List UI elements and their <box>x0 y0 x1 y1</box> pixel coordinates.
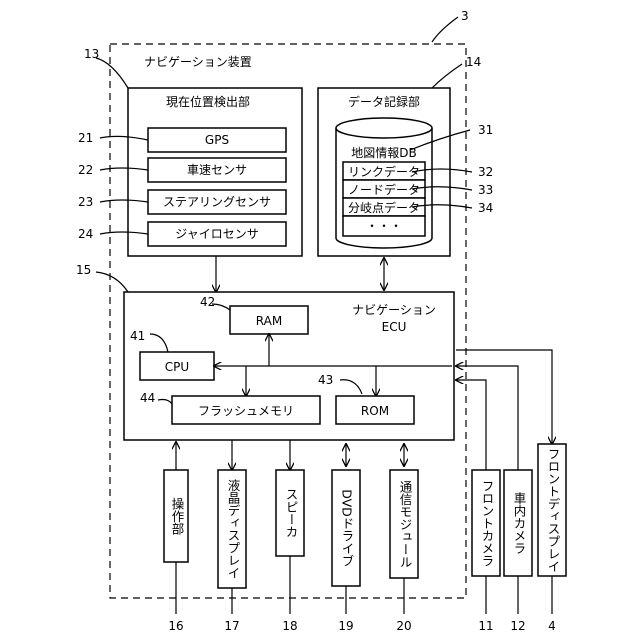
external-front-camera: フロントカメラ 11 <box>456 380 500 633</box>
sensor-gps: GPS <box>148 128 286 152</box>
cpu-ref: 41 <box>130 329 145 343</box>
nav-device-ref: 13 <box>84 47 99 61</box>
speaker-label: スピーカ <box>284 488 299 538</box>
nav-device-leader-line <box>96 58 128 88</box>
comm-ref: 20 <box>396 619 411 633</box>
comm-module-label: 通信モジュール <box>398 480 413 568</box>
operation-unit-label: 操作部 <box>170 496 185 535</box>
ram-ref: 42 <box>200 295 215 309</box>
ecu-to-front-display-line <box>456 350 552 444</box>
lcd-ref: 17 <box>224 619 239 633</box>
peripheral-speaker: スピーカ 18 <box>276 440 304 633</box>
peripheral-lcd-display: 液晶ディスプレイ 17 <box>218 440 246 633</box>
branch-data-ref: 34 <box>478 201 493 215</box>
dvd-ref: 19 <box>338 619 353 633</box>
navigation-device-title: ナビゲーション装置 <box>144 55 252 69</box>
dvd-drive-label: DVDドライブ <box>340 489 355 567</box>
position-detection-title: 現在位置検出部 <box>166 94 250 109</box>
data-unit-ref: 14 <box>466 55 481 69</box>
system-ref-number: 3 <box>461 9 469 23</box>
sensor-gyro: ジャイロセンサ <box>148 222 286 246</box>
rom-ref: 43 <box>318 373 333 387</box>
ram-label: RAM <box>256 314 282 328</box>
front-display-ref: 4 <box>548 619 556 633</box>
operation-ref: 16 <box>168 619 183 633</box>
rom-label: ROM <box>361 404 389 418</box>
node-data-ref: 33 <box>478 183 493 197</box>
steering-ref: 23 <box>78 195 93 209</box>
link-data-ref: 32 <box>478 165 493 179</box>
more-data-label: ・・・ <box>366 219 402 233</box>
cpu-label: CPU <box>165 360 189 374</box>
branch-point-data-label: 分岐点データ <box>348 200 420 215</box>
front-camera-ref: 11 <box>478 619 493 633</box>
system-leader-line <box>432 17 458 42</box>
cabin-camera-to-ecu-line <box>456 366 518 470</box>
cabin-camera-ref: 12 <box>510 619 525 633</box>
ecu-ref: 15 <box>76 263 91 277</box>
db-title: 地図情報DB <box>351 146 416 160</box>
peripheral-comm-module: 通信モジュール 20 <box>390 444 418 633</box>
ecu-leader <box>96 272 128 292</box>
speed-ref: 22 <box>78 163 93 177</box>
ecu-title-line1: ナビゲーション <box>352 303 436 317</box>
flash-ref: 44 <box>140 391 155 405</box>
gps-label: GPS <box>205 133 229 147</box>
gyro-ref: 24 <box>78 227 93 241</box>
peripheral-dvd-drive: DVDドライブ 19 <box>332 444 360 633</box>
db-cylinder-top <box>336 118 432 138</box>
ecu-title-line2: ECU <box>382 320 407 334</box>
cabin-camera-label: 車内カメラ <box>512 492 527 555</box>
vehicle-speed-sensor-label: 車速センサ <box>187 163 247 177</box>
map-database: 地図情報DB リンクデータ ノードデータ 分岐点データ ・・・ <box>336 118 432 248</box>
lcd-display-label: 液晶ディスプレイ <box>226 478 241 579</box>
sensor-steering: ステアリングセンサ <box>148 190 286 214</box>
gyro-sensor-label: ジャイロセンサ <box>175 227 258 241</box>
front-camera-to-ecu-line <box>456 380 486 470</box>
gps-ref: 21 <box>78 131 93 145</box>
peripheral-operation-unit: 操作部 16 <box>164 442 188 633</box>
link-data-label: リンクデータ <box>348 164 420 179</box>
data-unit-leader <box>432 64 462 88</box>
front-display-label: フロントディスプレイ <box>546 448 561 573</box>
db-ref: 31 <box>478 123 493 137</box>
data-recording-title: データ記録部 <box>348 94 420 109</box>
flash-memory-label: フラッシュメモリ <box>198 404 294 418</box>
front-camera-label: フロントカメラ <box>480 479 495 567</box>
steering-sensor-label: ステアリングセンサ <box>163 195 271 209</box>
sensor-vehicle-speed: 車速センサ <box>148 158 286 182</box>
speaker-ref: 18 <box>282 619 297 633</box>
node-data-label: ノードデータ <box>348 182 420 197</box>
